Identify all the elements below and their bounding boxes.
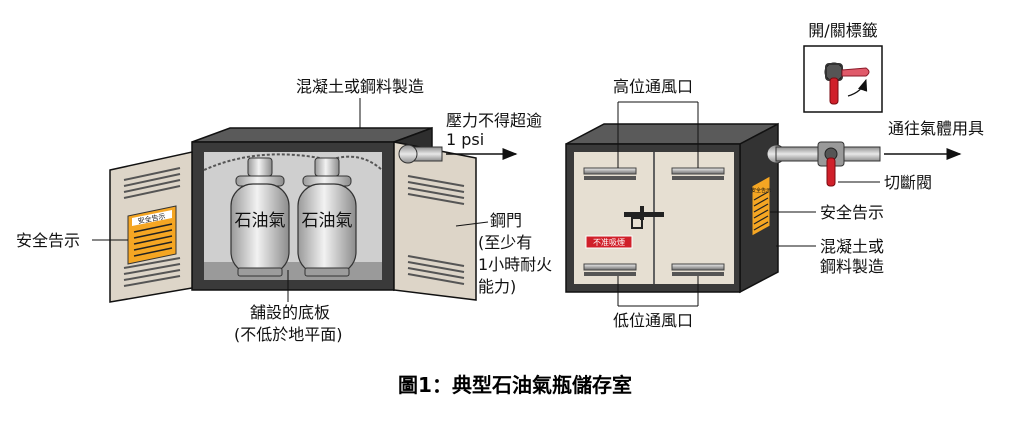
right-material-label-line1: 混凝土或 — [820, 237, 884, 256]
lpg-tank-1: 石油氣 — [230, 157, 290, 277]
left-safety-plate: 安全告示 — [127, 205, 177, 265]
on-off-tag-inset — [803, 45, 883, 113]
steel-door-label-line4: 能力) — [478, 277, 516, 296]
right-material-label-line2: 鋼料製造 — [820, 257, 884, 276]
steel-door-label-line2: (至少有 — [478, 233, 532, 252]
low-vent-label: 低位通風口 — [613, 311, 693, 330]
shutoff-valve-label: 切斷閥 — [884, 173, 932, 192]
on-off-tag-label: 開/關標籤 — [808, 21, 877, 40]
door-latch — [624, 206, 664, 229]
right-door-louvers-bottom — [407, 255, 465, 285]
right-safety-plate: 安全告示 — [751, 175, 771, 237]
low-vent-right — [671, 263, 725, 276]
left-cabinet-floor — [204, 262, 382, 280]
outlet-label: 通往氣體用具 — [888, 119, 984, 138]
low-vent-left — [583, 263, 637, 276]
left-safety-label: 安全告示 — [16, 231, 80, 250]
lpg-tank-2: 石油氣 — [297, 157, 357, 277]
left-top-material-label: 混凝土或鋼料製造 — [296, 77, 424, 96]
tank-label-1: 石油氣 — [235, 211, 286, 231]
steel-door-label-line1: 鋼門 — [490, 211, 522, 230]
right-door — [393, 141, 477, 301]
no-smoking-sign-text: 不准吸煙 — [593, 237, 625, 247]
high-vent-left — [583, 167, 637, 180]
figure-caption: 圖1：典型石油氣瓶儲存室 — [398, 373, 632, 397]
floor-label-line1: 舖設的底板 — [250, 303, 330, 322]
right-safety-plate-text: 安全告示 — [751, 187, 771, 194]
floor-label-line2: (不低於地平面) — [234, 325, 343, 344]
high-vent-right — [671, 167, 725, 180]
left-door-louvers-top — [123, 167, 181, 199]
left-cabinet: 石油氣 石油氣 安全告示 — [109, 126, 518, 303]
shutoff-valve-handle — [826, 157, 836, 187]
steel-door-label-line3: 1小時耐火 — [478, 255, 552, 274]
pressure-label-line2: 1 psi — [446, 130, 484, 149]
left-cabinet-top — [191, 127, 433, 143]
left-door-louvers-bottom — [123, 257, 181, 287]
right-cabinet: 不准吸煙 安全告示 — [565, 122, 962, 294]
right-door-louvers-top — [407, 175, 465, 205]
high-vent-label: 高位通風口 — [613, 77, 693, 96]
left-outlet-flange — [398, 144, 418, 164]
steel-door-leader — [455, 221, 489, 227]
right-safety-label: 安全告示 — [820, 203, 884, 222]
tank-label-2: 石油氣 — [302, 211, 353, 231]
pressure-label-line1: 壓力不得超逾 — [446, 111, 542, 130]
no-smoking-sign — [585, 235, 633, 249]
